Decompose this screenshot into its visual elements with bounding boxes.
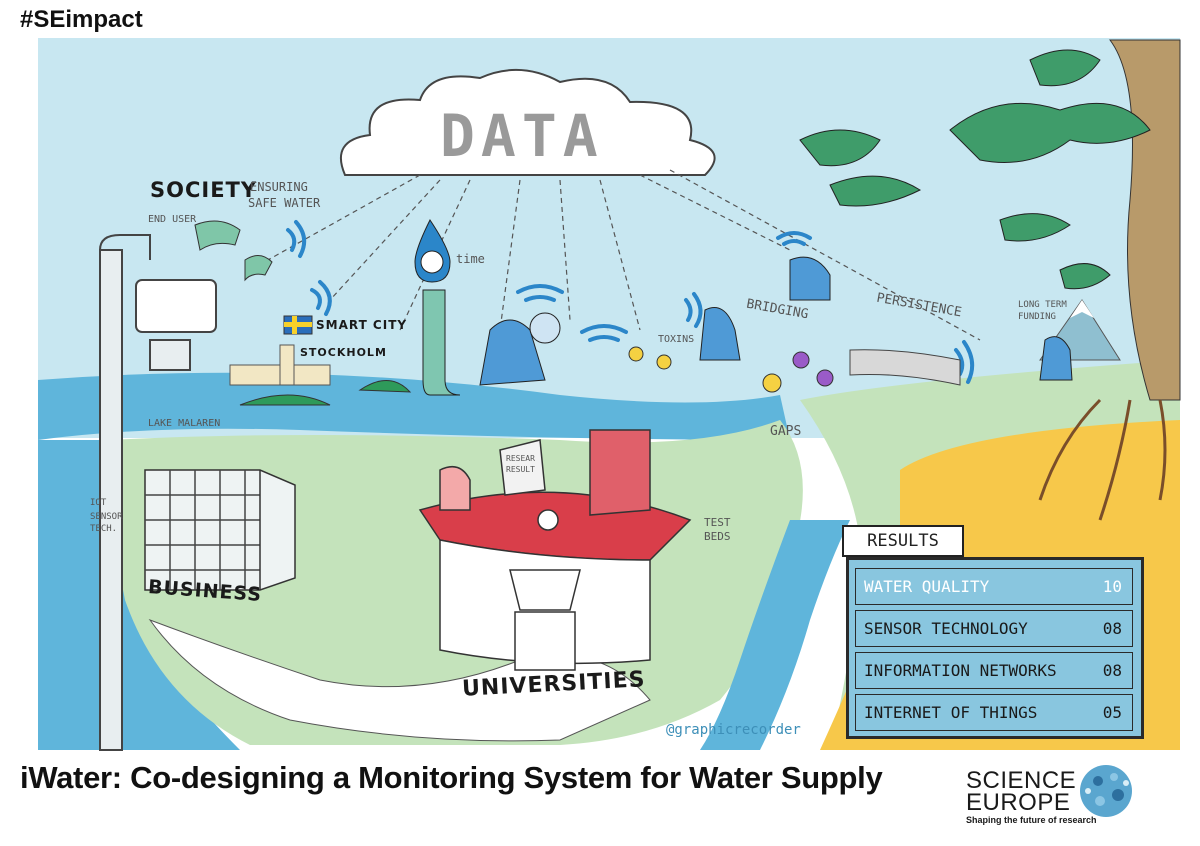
ensuring-label: ENSURING [250,180,308,194]
toxins-label: TOXINS [658,334,695,345]
logo-line1: SCIENCE [966,767,1077,794]
results-board: WATER QUALITY 10 SENSOR TECHNOLOGY 08 IN… [846,557,1144,739]
tree [799,39,1181,521]
beach [148,618,651,742]
results-row-value: 08 [1102,619,1122,638]
gaps-label: GAPS [770,424,802,439]
shrubs [239,380,412,406]
wifi-icons [286,220,975,384]
water-tap [99,234,217,751]
data-cloud [340,69,716,176]
time-label: time [456,252,485,266]
stockholm-skyline [229,344,331,386]
page-title: iWater: Co-designing a Monitoring System… [20,760,883,795]
logo-tagline: Shaping the future of research [966,815,1097,825]
long-term-label: LONG TERM [1018,300,1067,310]
results-row: INFORMATION NETWORKS 08 [855,652,1133,689]
results-row-label: WATER QUALITY [864,577,990,596]
research-label: RESEAR [506,454,535,463]
bridge [849,349,961,386]
results-row: WATER QUALITY 10 [855,568,1133,605]
results-row-value: 10 [1102,577,1122,596]
beds-label: BEDS [704,530,731,543]
funding-label: FUNDING [1018,312,1056,322]
university-building [418,429,692,671]
results-row-label: INTERNET OF THINGS [864,703,1038,722]
results-row-value: 08 [1102,661,1122,680]
iot-label: IOT [90,498,107,508]
river [700,520,850,750]
globe-icon [1080,765,1132,817]
sea [38,440,240,750]
toxin-viruses [628,346,834,393]
results-row: INTERNET OF THINGS 05 [855,694,1133,731]
results-row-label: INFORMATION NETWORKS [864,661,1057,680]
stockholm-label: STOCKHOLM [300,346,387,359]
end-user-label: END USER [148,214,197,225]
results-heading: RESULTS [842,525,964,557]
data-cloud-label: DATA [440,102,604,170]
society-label: SOCIETY [150,178,258,202]
lake [38,372,790,440]
logo-line2: EUROPE [966,789,1071,816]
hashtag: #SEimpact [20,6,143,33]
science-europe-logo: SCIENCE EUROPE Shaping the future of res… [966,765,1186,829]
artist-credit: @graphicrecorder [666,722,801,738]
smart-city-label: SMART CITY [316,318,408,332]
sensor-label: SENSOR [90,512,123,522]
tech-label: TECH. [90,524,118,534]
results-row-label: SENSOR TECHNOLOGY [864,619,1028,638]
hands [194,220,273,282]
test-label: TEST [704,516,731,529]
safe-water-label: SAFE WATER [248,196,321,210]
result-label: RESULT [506,465,535,474]
business-building [144,469,296,591]
results-row: SENSOR TECHNOLOGY 08 [855,610,1133,647]
lake-malaren-label: LAKE MALAREN [148,418,221,429]
results-row-value: 05 [1102,703,1122,722]
detectives [479,256,1073,386]
